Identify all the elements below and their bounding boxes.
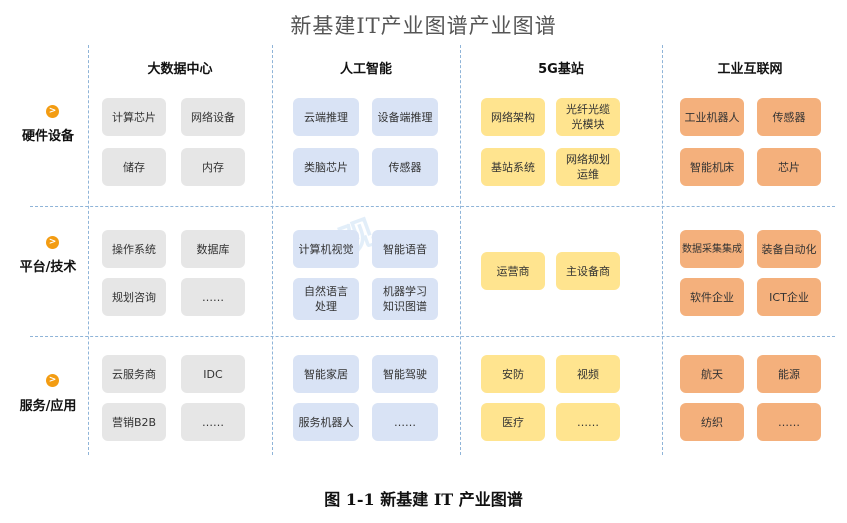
cell-box: 数据库 [181, 230, 245, 268]
cell-box: 传感器 [372, 148, 438, 186]
cell-box: 机器学习 知识图谱 [372, 278, 438, 320]
cell-box: 服务机器人 [293, 403, 359, 441]
row-label-platform: 平台/技术 [19, 260, 77, 275]
cell-box: 智能语音 [372, 230, 438, 268]
cell-box: 医疗 [481, 403, 545, 441]
column-header-5g: 5G基站 [538, 62, 584, 77]
cell-box: IDC [181, 355, 245, 393]
cell-box: 网络设备 [181, 98, 245, 136]
cell-box: 网络架构 [481, 98, 545, 136]
cell-box: …… [372, 403, 438, 441]
cell-box: 芯片 [757, 148, 821, 186]
cell-box: 规划咨询 [102, 278, 166, 316]
cell-box: 设备端推理 [372, 98, 438, 136]
cell-box: 储存 [102, 148, 166, 186]
cell-box: 云服务商 [102, 355, 166, 393]
divider-vertical [460, 45, 461, 455]
cell-box: 云端推理 [293, 98, 359, 136]
cell-box: 操作系统 [102, 230, 166, 268]
column-header-industrial: 工业互联网 [717, 62, 783, 77]
figure-caption: 图 1-1 新基建 IT 产业图谱 [324, 490, 523, 509]
cell-box: 数据采集集成 [680, 230, 744, 268]
cell-box: 传感器 [757, 98, 821, 136]
cell-box: …… [181, 403, 245, 441]
cell-box: 基站系统 [481, 148, 545, 186]
divider-vertical [88, 45, 89, 455]
cell-box: 计算芯片 [102, 98, 166, 136]
cell-box: 内存 [181, 148, 245, 186]
arrow-right-circle-icon: > [46, 374, 59, 387]
cell-box: ICT企业 [757, 278, 821, 316]
divider-horizontal [30, 206, 835, 207]
cell-box: 智能驾驶 [372, 355, 438, 393]
cell-box: 工业机器人 [680, 98, 744, 136]
cell-box: …… [757, 403, 821, 441]
cell-box: 智能机床 [680, 148, 744, 186]
cell-box: 主设备商 [556, 252, 620, 290]
divider-vertical [272, 45, 273, 455]
divider-vertical [662, 45, 663, 455]
cell-box: 航天 [680, 355, 744, 393]
cell-box: 安防 [481, 355, 545, 393]
cell-box: 纺织 [680, 403, 744, 441]
cell-box: 类脑芯片 [293, 148, 359, 186]
cell-box: 运营商 [481, 252, 545, 290]
cell-box: 自然语言 处理 [293, 278, 359, 320]
column-header-bigdata: 大数据中心 [147, 62, 213, 77]
cell-box: 视频 [556, 355, 620, 393]
divider-horizontal [30, 336, 835, 337]
cell-box: 光纤光缆 光模块 [556, 98, 620, 136]
row-label-hardware: 硬件设备 [21, 129, 74, 144]
cell-box: …… [556, 403, 620, 441]
cell-box: 营销B2B [102, 403, 166, 441]
cell-box: 软件企业 [680, 278, 744, 316]
diagram-title: 新基建IT产业图谱产业图谱 [290, 14, 557, 38]
cell-box: 智能家居 [293, 355, 359, 393]
arrow-right-circle-icon: > [46, 105, 59, 118]
row-label-service: 服务/应用 [19, 399, 77, 414]
cell-box: 能源 [757, 355, 821, 393]
arrow-right-circle-icon: > [46, 236, 59, 249]
column-header-ai: 人工智能 [339, 62, 392, 77]
cell-box: 装备自动化 [757, 230, 821, 268]
cell-box: …… [181, 278, 245, 316]
cell-box: 网络规划 运维 [556, 148, 620, 186]
cell-box: 计算机视觉 [293, 230, 359, 268]
